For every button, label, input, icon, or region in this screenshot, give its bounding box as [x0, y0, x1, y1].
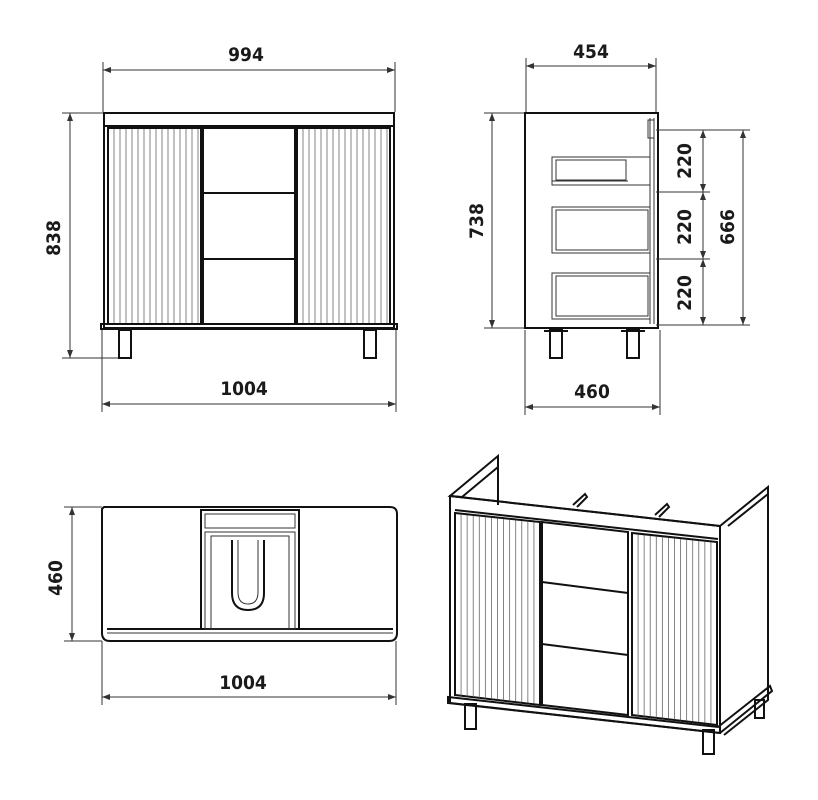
- front-width-top-label: 994: [228, 44, 264, 66]
- iso-right-back-leg: [754, 699, 765, 719]
- isometric-view: [447, 453, 774, 755]
- top-width-label: 1004: [219, 672, 267, 694]
- front-left-leg: [118, 329, 132, 359]
- top-drawer-box: [200, 509, 300, 630]
- side-height-label: 738: [466, 203, 488, 239]
- side-view: 454 738: [466, 41, 750, 415]
- top-depth-label: 460: [45, 560, 67, 596]
- front-right-leg: [363, 329, 377, 359]
- iso-left-door: [454, 511, 541, 707]
- side-drawer-height-1: 220: [674, 143, 696, 179]
- front-height-label: 838: [43, 220, 65, 256]
- side-left-leg: [549, 329, 563, 359]
- iso-drawers: [541, 520, 629, 717]
- side-depth-bottom-label: 460: [574, 381, 610, 403]
- side-drawer-height-3: 220: [674, 275, 696, 311]
- iso-right-door: [631, 531, 718, 727]
- front-drawers: [202, 127, 296, 325]
- iso-right-front-leg: [702, 729, 715, 755]
- side-right-leg: [626, 329, 640, 359]
- front-left-door: [107, 127, 202, 325]
- side-drawer-height-2: 220: [674, 209, 696, 245]
- front-right-door: [296, 127, 391, 325]
- side-drawers-total-height: 666: [717, 209, 739, 245]
- iso-left-front-leg: [464, 703, 477, 730]
- front-view: 994 838: [43, 44, 398, 412]
- side-depth-top-label: 454: [573, 41, 609, 63]
- top-view: 460 1004: [45, 506, 398, 705]
- front-width-bottom-label: 1004: [220, 378, 268, 400]
- side-drawers: [551, 156, 651, 320]
